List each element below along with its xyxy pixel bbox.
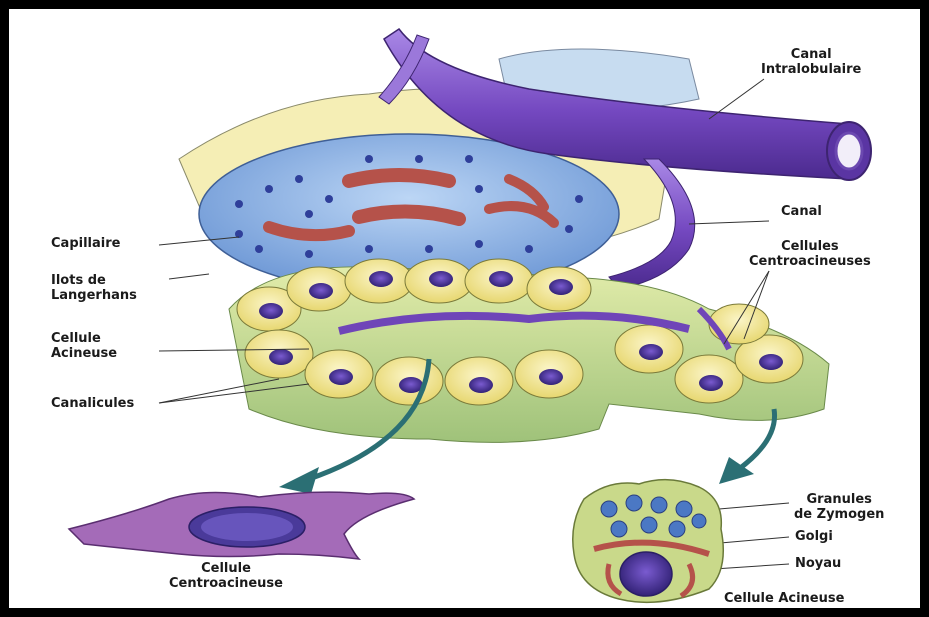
label-canal-intralobulaire: Canal Intralobulaire: [761, 47, 861, 77]
label-granules-de-zymogen: Granules de Zymogen: [794, 492, 884, 522]
acinar-cell-detail: [573, 480, 724, 603]
label-canal: Canal: [781, 204, 822, 219]
illustration-canvas: Canal Intralobulaire Canal Cellules Cent…: [9, 9, 920, 608]
label-cellules-centroacineuses: Cellules Centroacineuses: [749, 239, 871, 269]
centroacinar-cell-detail: [69, 492, 414, 559]
label-cellule-acineuse-detail: Cellule Acineuse: [724, 591, 844, 606]
label-golgi: Golgi: [795, 529, 833, 544]
label-canalicules: Canalicules: [51, 396, 134, 411]
label-cellule-centroacineuse: Cellule Centroacineuse: [169, 561, 283, 591]
label-cellule-acineuse: Cellule Acineuse: [51, 331, 117, 361]
label-capillaire: Capillaire: [51, 236, 120, 251]
pancreas-illustration: [9, 9, 920, 608]
label-ilots-de-langerhans: Ilots de Langerhans: [51, 273, 137, 303]
acinar-tissue: [229, 259, 829, 442]
label-noyau: Noyau: [795, 556, 841, 571]
